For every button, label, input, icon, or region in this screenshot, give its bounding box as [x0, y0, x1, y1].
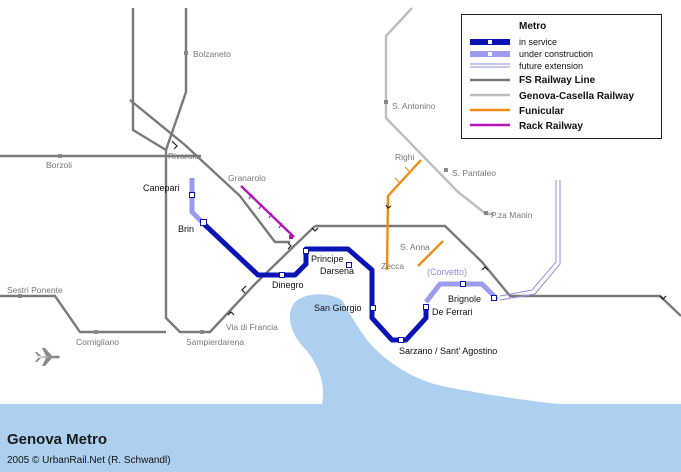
- funicular-righi: [385, 159, 422, 271]
- label-san-giorgio: San Giorgio: [314, 303, 362, 313]
- metro-under-construction: [189, 178, 499, 304]
- station-marker-s-antonino: [384, 100, 388, 104]
- label-righi: Righi: [395, 152, 414, 162]
- sea-area: [0, 294, 681, 472]
- label-pza-manin: P.za Manin: [491, 210, 533, 220]
- future-line-b: [499, 180, 561, 301]
- fs-line-west-north: [131, 8, 316, 334]
- station-marker-canepari: [189, 192, 195, 198]
- legend-label-funicular: Funicular: [519, 106, 564, 117]
- legend-box: [461, 14, 662, 139]
- station-marker-darsena: [346, 262, 352, 268]
- fs-line-valpolcevera: [129, 99, 290, 244]
- label-darsena: Darsena: [320, 266, 354, 276]
- legend: Metro in service under construction futu…: [461, 14, 662, 139]
- sea: [0, 294, 681, 472]
- railway-station-markers: [18, 51, 488, 334]
- label-s-anna: S. Anna: [400, 242, 430, 252]
- rack-railway: [240, 185, 295, 238]
- construction-canepari: [189, 178, 206, 226]
- map-title: Genova Metro: [7, 431, 107, 448]
- label-brignole: Brignole: [448, 294, 481, 304]
- funiculars: [385, 159, 444, 271]
- station-marker-de-ferrari: [423, 304, 429, 310]
- future-extension: [499, 180, 561, 301]
- future-line-a: [499, 180, 557, 297]
- label-zecca: Zecca: [381, 261, 404, 271]
- label-borzoli: Borzoli: [46, 160, 72, 170]
- label-s-pantaleo: S. Pantaleo: [452, 168, 496, 178]
- station-marker-borzoli: [58, 154, 62, 158]
- station-marker-dinegro: [279, 272, 285, 278]
- fs-line-coast: [0, 294, 166, 334]
- legend-label-fs: FS Railway Line: [519, 75, 596, 86]
- label-rivarolo: Rivarolo: [168, 151, 199, 161]
- legend-label-in-service: in service: [519, 37, 557, 47]
- metro-line: [202, 222, 429, 343]
- label-s-antonino: S. Antonino: [392, 101, 436, 111]
- station-marker-s-pantaleo: [444, 168, 448, 172]
- label-sestri-ponente: Sestri Ponente: [7, 285, 63, 295]
- label-dinegro: Dinegro: [272, 280, 304, 290]
- label-bolzaneto: Bolzaneto: [193, 49, 231, 59]
- label-corvetto: (Corvetto): [427, 267, 467, 277]
- rack-line: [240, 185, 295, 238]
- station-marker-granarolo: [289, 235, 293, 239]
- place-labels: Bolzaneto Rivarolo Borzoli Granarolo S. …: [7, 49, 533, 347]
- label-sampierdarena: Sampierdarena: [186, 337, 244, 347]
- station-marker-brin: [200, 219, 207, 226]
- station-marker-pza-manin: [484, 211, 488, 215]
- legend-label-under-construction: under construction: [519, 49, 593, 59]
- station-marker-corvetto: [460, 281, 466, 287]
- legend-label-casella: Genova-Casella Railway: [519, 91, 634, 102]
- station-marker-cornigliano: [94, 330, 98, 334]
- station-marker-san-giorgio: [370, 305, 376, 311]
- station-marker-sestri: [18, 294, 22, 298]
- label-granarolo: Granarolo: [228, 173, 266, 183]
- label-via-di-francia: Via di Francia: [226, 322, 278, 332]
- label-de-ferrari: De Ferrari: [432, 307, 473, 317]
- label-sarzano: Sarzano / Sant' Agostino: [399, 346, 497, 356]
- fs-line-bolzaneto: [164, 8, 188, 151]
- station-marker-brignole: [491, 295, 497, 301]
- funicular-s-anna: [417, 240, 444, 267]
- label-cornigliano: Cornigliano: [76, 337, 119, 347]
- map-credit: 2005 © UrbanRail.Net (R. Schwandl): [7, 455, 171, 466]
- label-canepari: Canepari: [143, 183, 180, 193]
- station-marker-principe: [303, 248, 309, 254]
- metro-station-labels: Canepari Brin Dinegro Principe Darsena S…: [143, 183, 497, 356]
- legend-metro-header: Metro: [519, 21, 546, 32]
- label-principe: Principe: [311, 254, 344, 264]
- station-marker-sarzano: [398, 337, 404, 343]
- junction-ticks: [171, 140, 667, 316]
- legend-label-future-extension: future extension: [519, 61, 583, 71]
- station-marker-bolzaneto: [184, 51, 188, 55]
- station-marker-sampierdarena: [200, 330, 204, 334]
- metro-in-service: [202, 222, 429, 343]
- legend-label-rack: Rack Railway: [519, 121, 583, 132]
- title-block: Genova Metro 2005 © UrbanRail.Net (R. Sc…: [7, 431, 171, 466]
- metro-station-markers: [189, 192, 497, 343]
- airplane-icon: [35, 348, 60, 366]
- label-brin: Brin: [178, 224, 194, 234]
